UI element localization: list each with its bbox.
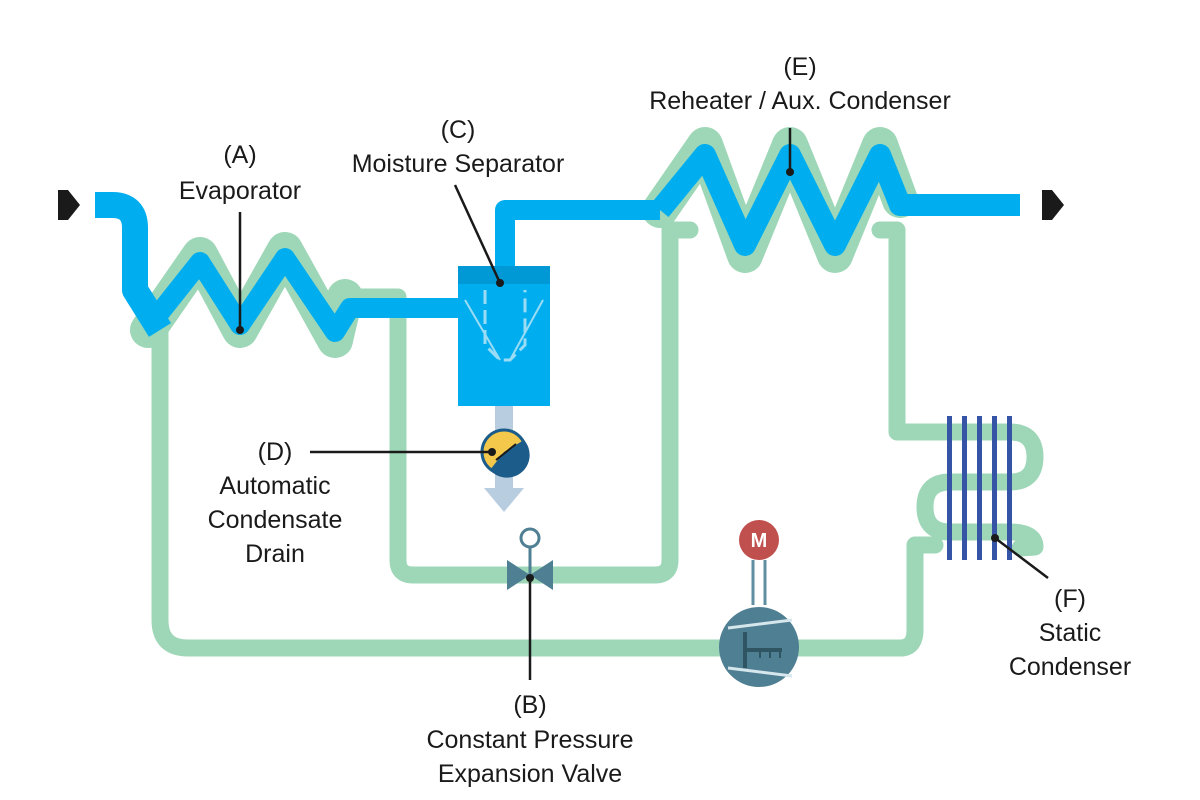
label-condensate-drain: (D) Automatic Condensate Drain	[208, 438, 343, 568]
reheater-tag: (E)	[783, 53, 816, 81]
moisture-separator-tag: (C)	[441, 116, 476, 144]
expansion-valve-icon	[507, 527, 553, 590]
label-reheater: (E) Reheater / Aux. Condenser	[649, 53, 951, 115]
refrigerant-circuit	[130, 127, 1044, 657]
air-line	[95, 144, 1020, 342]
static-condenser-line1: Static	[1039, 619, 1102, 647]
static-condenser-coil	[947, 416, 1012, 560]
moisture-separator-name: Moisture Separator	[352, 150, 565, 178]
expansion-valve-line2: Expansion Valve	[438, 760, 622, 788]
moisture-separator	[458, 266, 550, 406]
condensate-drain-tag: (D)	[258, 438, 293, 466]
static-condenser-tag: (F)	[1054, 585, 1086, 613]
label-evaporator: (A) Evaporator	[179, 141, 301, 205]
outlet-arrow-icon	[1042, 190, 1064, 220]
condensate-drain-line3: Drain	[245, 540, 305, 568]
condensate-drain-line1: Automatic	[219, 472, 330, 500]
motor-icon: M	[739, 520, 779, 605]
inlet-arrow-icon	[58, 190, 80, 220]
condensate-drain-line2: Condensate	[208, 506, 343, 534]
label-static-condenser: (F) Static Condenser	[1009, 585, 1131, 681]
static-condenser-line2: Condenser	[1009, 653, 1131, 681]
motor-letter: M	[751, 530, 768, 552]
label-moisture-separator: (C) Moisture Separator	[352, 116, 565, 178]
evaporator-name: Evaporator	[179, 177, 301, 205]
expansion-valve-tag: (B)	[513, 691, 546, 719]
expansion-valve-line1: Constant Pressure	[426, 726, 633, 754]
reheater-name: Reheater / Aux. Condenser	[649, 87, 951, 115]
label-expansion-valve: (B) Constant Pressure Expansion Valve	[426, 691, 633, 788]
compressor-icon	[719, 607, 799, 687]
evaporator-tag: (A)	[223, 141, 256, 169]
leader-lines	[236, 128, 1049, 680]
